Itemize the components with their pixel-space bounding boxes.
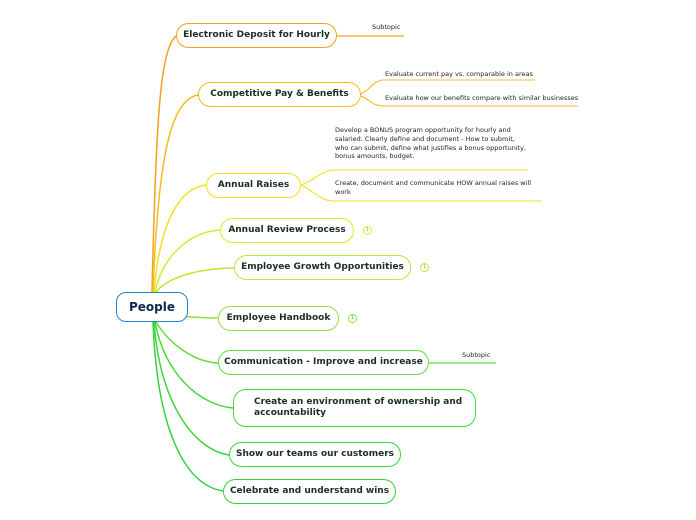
branch-line (152, 321, 224, 492)
topic-celebrate-wins[interactable]: Celebrate and understand wins (223, 479, 396, 504)
subtopic-line (360, 79, 535, 95)
branch-line (151, 35, 177, 293)
subtopic-label[interactable]: Evaluate how our benefits compare with s… (385, 94, 579, 102)
topic-competitive-pay[interactable]: Competitive Pay & Benefits (198, 82, 361, 107)
branch-line (155, 321, 219, 364)
topic-electronic-deposit[interactable]: Electronic Deposit for Hourly (176, 23, 337, 48)
topic-ownership-accountability[interactable]: Create an environment of ownership and a… (233, 389, 476, 427)
subtopic-line (300, 184, 541, 202)
subtopic-line (300, 169, 528, 186)
topic-annual-review[interactable]: Annual Review Process (220, 218, 354, 243)
subtopic-label[interactable]: Evaluate current pay vs. comparable in a… (385, 70, 533, 78)
branch-line (153, 184, 207, 293)
collapse-toggle-icon[interactable]: 1 (420, 263, 429, 272)
topic-show-customers[interactable]: Show our teams our customers (229, 442, 401, 467)
topic-employee-handbook[interactable]: Employee Handbook (218, 306, 339, 331)
subtopic-label[interactable]: Subtopic (372, 23, 401, 31)
subtopic-label[interactable]: Develop a BONUS program opportunity for … (335, 126, 527, 161)
subtopic-line (360, 95, 578, 107)
branch-line (154, 229, 221, 293)
topic-annual-raises[interactable]: Annual Raises (206, 173, 301, 198)
topic-communication[interactable]: Communication - Improve and increase (218, 350, 429, 375)
collapse-toggle-icon[interactable]: 1 (348, 314, 357, 323)
collapse-toggle-icon[interactable]: 1 (363, 226, 372, 235)
topic-employee-growth[interactable]: Employee Growth Opportunities (234, 255, 411, 280)
branch-line (152, 94, 199, 293)
branch-line (155, 267, 235, 293)
subtopic-label[interactable]: Subtopic (462, 351, 491, 359)
subtopic-label[interactable]: Create, document and communicate HOW ann… (335, 179, 532, 196)
branch-line (153, 321, 230, 456)
central-topic[interactable]: People (116, 292, 188, 322)
branch-line (154, 321, 234, 409)
